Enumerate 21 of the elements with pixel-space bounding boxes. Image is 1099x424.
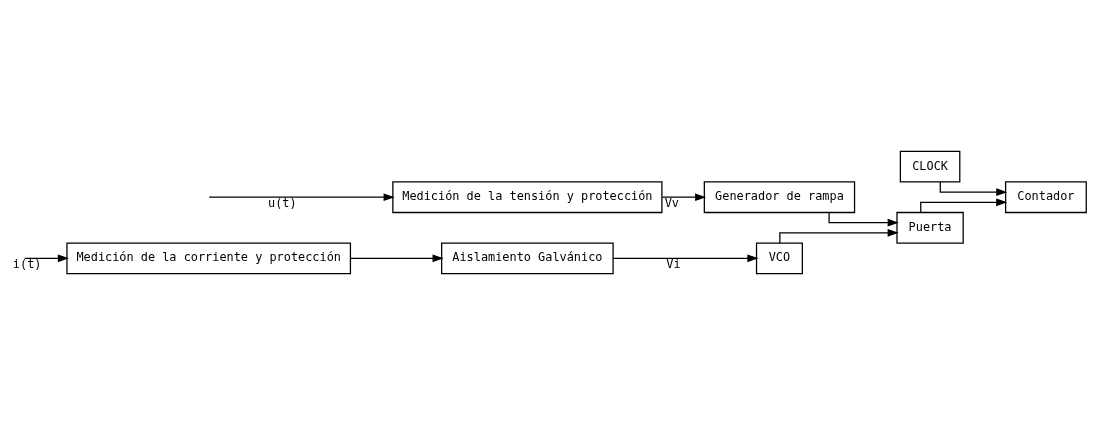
node-box: Generador de rampa	[703, 180, 856, 213]
edge-label: i(t)	[12, 256, 42, 271]
arrow	[939, 180, 1008, 196]
arrow	[920, 197, 1008, 213]
arrow	[828, 211, 899, 227]
node-box: Aislamiento Galvánico	[441, 241, 614, 274]
edge-label: u(t)	[267, 195, 297, 210]
edge-label: Vv	[664, 195, 679, 210]
edge-label: Vi	[666, 256, 681, 271]
arrow	[349, 253, 444, 262]
node-box: Contador	[1005, 180, 1087, 213]
node-box: Medición de la tensión y protección	[392, 180, 663, 213]
node-box: Puerta	[896, 211, 964, 244]
node-box: VCO	[755, 241, 803, 274]
arrow	[779, 228, 899, 244]
node-box: Medición de la corriente y protección	[66, 241, 352, 274]
arrow	[24, 253, 69, 262]
arrow	[612, 253, 759, 262]
node-box: CLOCK	[899, 150, 961, 183]
arrow	[661, 192, 707, 201]
arrow	[208, 192, 395, 201]
